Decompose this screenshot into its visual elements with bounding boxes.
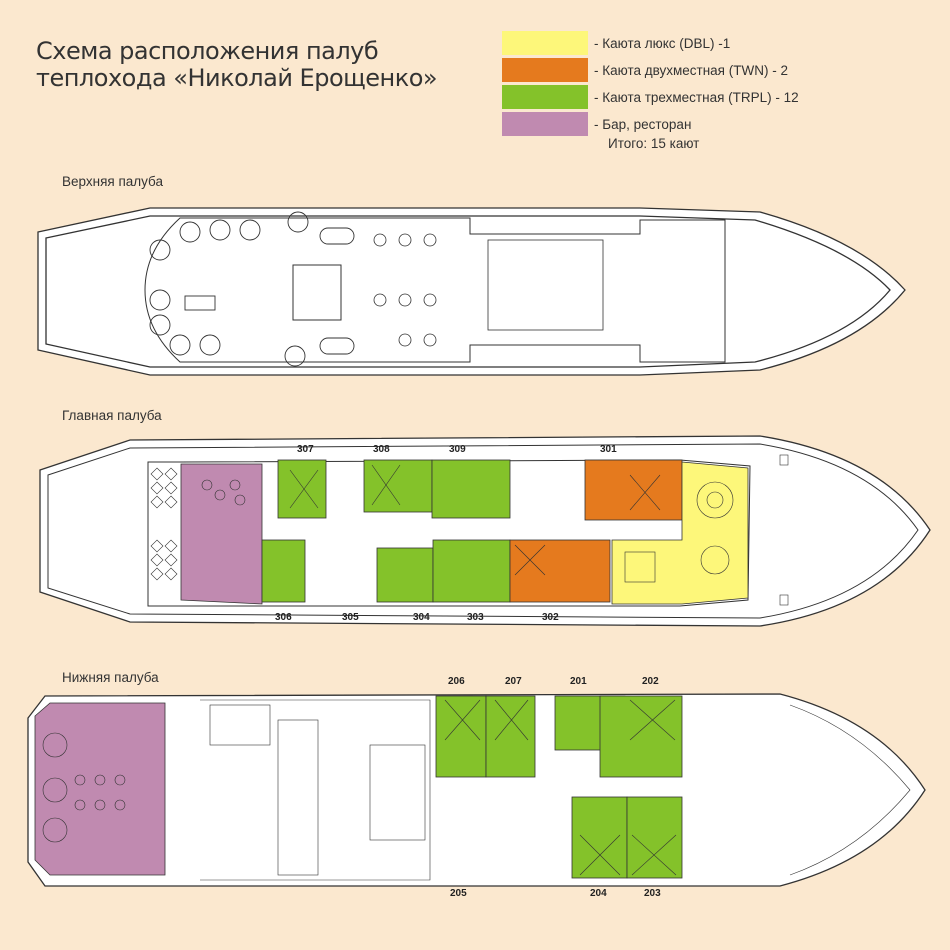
cabin-303 (509, 539, 611, 603)
legend-swatch-purple (502, 112, 588, 136)
cabin-label: 306 (275, 612, 292, 623)
main-deck-label: Главная палуба (62, 408, 162, 423)
cabin-202 (599, 695, 683, 778)
title-line-2: теплохода «Николай Ерощенко» (36, 64, 438, 92)
cabin-307 (277, 459, 327, 519)
legend-label: - Каюта трехместная (TRPL) - 12 (594, 89, 799, 105)
cabin-label: 201 (570, 676, 587, 687)
cabin-label: 301 (600, 444, 617, 455)
bar-main-deck (180, 463, 263, 605)
cabin-308 (363, 459, 433, 513)
cabin-304 (432, 539, 511, 603)
upper-deck-label: Верхняя палуба (62, 174, 163, 189)
cabin-label: 305 (342, 612, 359, 623)
page-title: Схема расположения палуб теплохода «Нико… (36, 37, 438, 92)
cabin-label: 303 (467, 612, 484, 623)
legend-label: - Бар, ресторан (594, 116, 692, 132)
cabin-207 (485, 695, 536, 778)
legend-label: - Каюта люкс (DBL) -1 (594, 35, 731, 51)
cabin-301 (584, 459, 683, 521)
cabin-label: 308 (373, 444, 390, 455)
cabin-305 (376, 547, 434, 603)
legend-item-trpl: - Каюта трехместная (TRPL) - 12 (502, 84, 799, 110)
title-line-1: Схема расположения палуб (36, 37, 379, 65)
upper-deck-plan (37, 207, 906, 376)
lower-deck-plan: 206 207 201 202 205 204 203 (27, 676, 926, 899)
main-deck-plan: 307 308 309 301 306 305 304 303 302 (39, 435, 931, 627)
cabin-label: 206 (448, 676, 465, 687)
cabin-label: 304 (413, 612, 430, 623)
cabin-label: 307 (297, 444, 314, 455)
legend-item-lux: - Каюта люкс (DBL) -1 (502, 30, 799, 56)
cabin-309 (431, 459, 511, 519)
legend: - Каюта люкс (DBL) -1 - Каюта двухместна… (502, 30, 799, 138)
cabin-label: 203 (644, 888, 661, 899)
cabin-label: 309 (449, 444, 466, 455)
legend-total: Итого: 15 кают (608, 136, 700, 151)
lower-deck-label: Нижняя палуба (62, 670, 159, 685)
legend-swatch-green (502, 85, 588, 109)
legend-label: - Каюта двухместная (TWN) - 2 (594, 62, 788, 78)
cabin-204 (571, 796, 628, 879)
cabin-306 (261, 539, 306, 603)
cabin-206 (435, 695, 487, 778)
cabin-label: 205 (450, 888, 467, 899)
cabin-label: 207 (505, 676, 522, 687)
legend-item-bar: - Бар, ресторан (502, 111, 799, 137)
cabin-label: 202 (642, 676, 659, 687)
legend-swatch-yellow (502, 31, 588, 55)
restaurant-lower-deck (34, 702, 166, 876)
cabin-label: 302 (542, 612, 559, 623)
cabin-203 (626, 796, 683, 879)
legend-item-twn: - Каюта двухместная (TWN) - 2 (502, 57, 799, 83)
legend-swatch-orange (502, 58, 588, 82)
cabin-label: 204 (590, 888, 607, 899)
cabin-302 (611, 461, 749, 605)
